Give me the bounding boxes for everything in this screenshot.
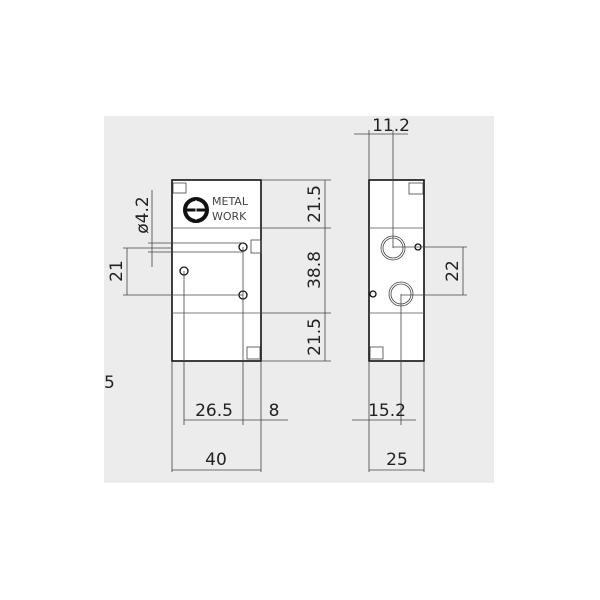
metal-work-logo: METAL WORK bbox=[183, 195, 249, 223]
side-slot bbox=[250, 239, 262, 254]
dim-middle-height: 38.8 bbox=[305, 251, 325, 289]
corner-slot bbox=[369, 346, 384, 360]
dim-hole-spacing: 21 bbox=[107, 260, 127, 282]
logo-icon bbox=[183, 197, 209, 223]
dim-top-port: 11.2 bbox=[372, 116, 410, 136]
dim-bottom-port: 15.2 bbox=[368, 401, 406, 421]
dim-front-width: 40 bbox=[205, 450, 227, 470]
drawing-background bbox=[104, 116, 494, 483]
corner-slot bbox=[172, 182, 187, 194]
dim-port-spacing: 22 bbox=[443, 260, 463, 282]
logo-text-line1: METAL bbox=[212, 195, 249, 208]
dim-top-height: 21.5 bbox=[305, 185, 325, 223]
dim-hole-offset: 26.5 bbox=[195, 401, 233, 421]
front-view: METAL WORK 21.5 38.8 21.5 ø4.2 21 26.5 8… bbox=[107, 179, 331, 472]
corner-slot bbox=[246, 346, 261, 360]
dim-side-width: 25 bbox=[386, 450, 408, 470]
dim-bottom-height: 21.5 bbox=[305, 318, 325, 356]
logo-text-line2: WORK bbox=[212, 210, 247, 223]
dim-edge-offset: 8 bbox=[269, 401, 280, 421]
partial-label: 5 bbox=[104, 373, 115, 393]
side-view: 11.2 22 15.2 25 bbox=[352, 116, 467, 472]
dim-hole-diameter: ø4.2 bbox=[133, 196, 153, 233]
side-hole bbox=[369, 290, 377, 298]
corner-slot bbox=[408, 182, 424, 195]
valve-body-side bbox=[368, 179, 425, 362]
